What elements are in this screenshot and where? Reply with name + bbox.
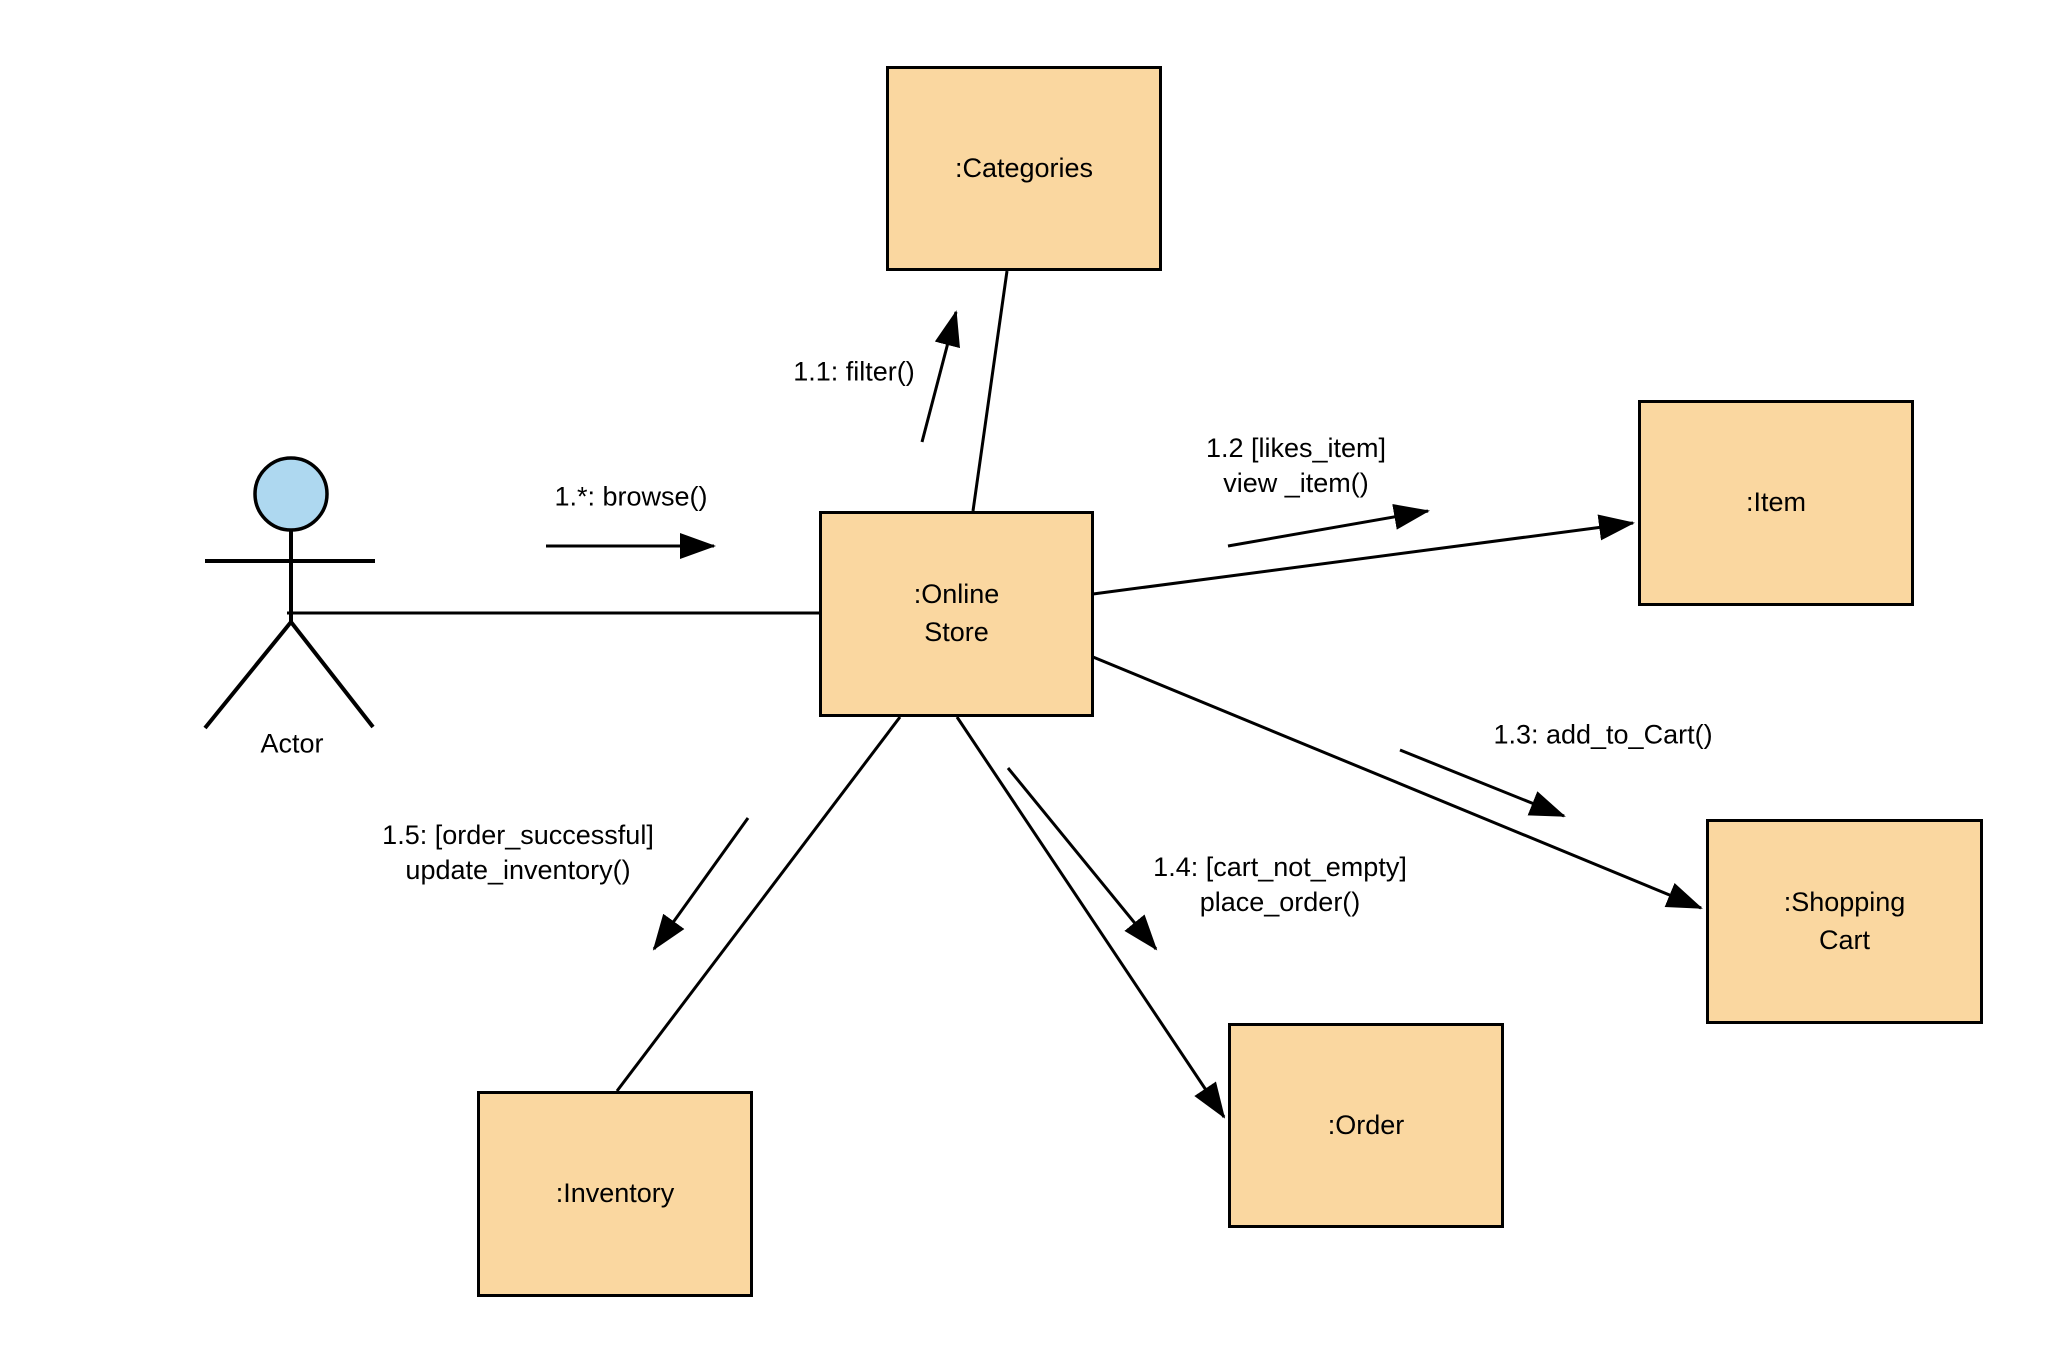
- message-arrow-add-to-cart: [1399, 748, 1566, 818]
- actor-figure: [203, 456, 375, 730]
- link-online-store-item: [1092, 514, 1635, 596]
- node-shopping-cart-label: :Shopping Cart: [1783, 886, 1906, 955]
- message-label-update-inventory: 1.5: [order_successful] update_inventory…: [382, 819, 654, 885]
- link-online-store-inventory: [615, 716, 902, 1092]
- message-arrow-filter: [920, 310, 960, 443]
- message-arrow-place-order: [1006, 767, 1158, 951]
- node-online-store: :Online Store: [819, 511, 1094, 717]
- node-inventory: :Inventory: [477, 1091, 753, 1297]
- actor-right-leg: [289, 620, 375, 729]
- message-label-view-item: 1.2 [likes_item] view _item(): [1205, 432, 1387, 498]
- message-label-add-to-cart: 1.3: add_to_Cart(): [1493, 719, 1713, 750]
- node-categories-label: :Categories: [954, 152, 1094, 183]
- node-categories: :Categories: [886, 66, 1162, 271]
- node-item-label: :Item: [1745, 487, 1806, 518]
- message-label-browse: 1.*: browse(): [554, 481, 708, 512]
- actor-label: Actor: [260, 728, 324, 759]
- actor-left-leg: [203, 620, 293, 730]
- actor-head: [253, 456, 329, 532]
- node-order-label: :Order: [1327, 1109, 1405, 1140]
- message-arrow-update-inventory: [652, 817, 750, 951]
- message-label-place-order: 1.4: [cart_not_empty] place_order(): [1153, 851, 1407, 917]
- node-inventory-label: :Inventory: [555, 1178, 675, 1209]
- link-online-store-order: [955, 716, 1226, 1119]
- message-arrow-view-item: [1227, 504, 1430, 548]
- node-online-store-label: :Online Store: [913, 579, 1000, 647]
- node-shopping-cart: :Shopping Cart: [1706, 819, 1983, 1024]
- link-online-store-shopping-cart: [1092, 655, 1703, 910]
- node-order: :Order: [1228, 1023, 1504, 1228]
- link-online-store-categories: [971, 270, 1009, 512]
- node-item: :Item: [1638, 400, 1914, 606]
- message-label-filter: 1.1: filter(): [793, 356, 915, 387]
